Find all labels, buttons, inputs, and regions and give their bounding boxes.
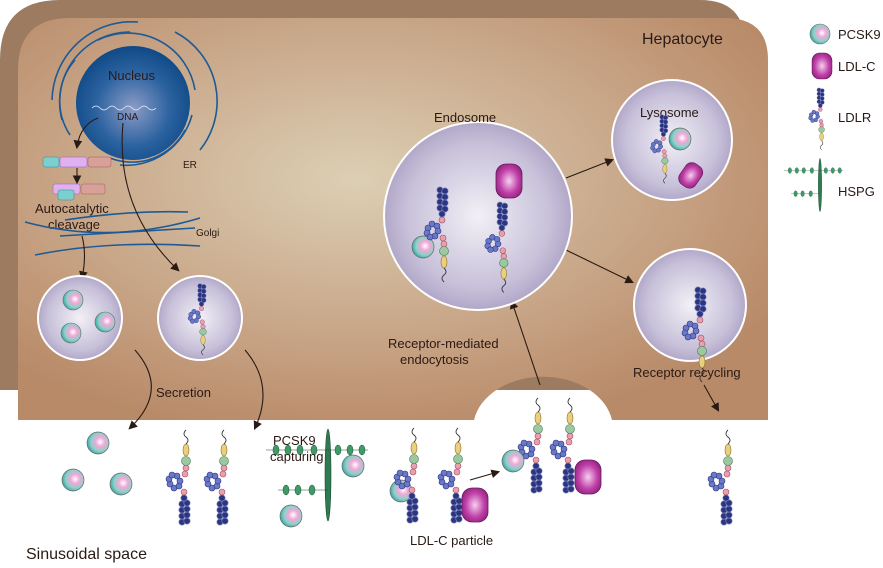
- secretion-label: Secretion: [156, 385, 211, 400]
- pcsk9-molecule: [279, 504, 303, 528]
- legend-label-hspg: HSPG: [838, 184, 875, 199]
- nucleus: [76, 46, 190, 160]
- pcsk9-molecule: [109, 472, 133, 496]
- endocytosis-label-2: endocytosis: [400, 352, 469, 367]
- ldlr-molecule: [517, 397, 543, 494]
- legend: PCSK9 LDL-C LDLR HSPG: [783, 23, 881, 212]
- pcsk9-molecule: [86, 431, 110, 455]
- pcsk9-molecule: [501, 449, 525, 473]
- recycling-vesicle: [633, 248, 747, 362]
- pcsk9-icon: [809, 23, 831, 45]
- legend-label-pcsk9: PCSK9: [838, 27, 881, 42]
- hepatocyte-label: Hepatocyte: [642, 31, 723, 48]
- ldlr-molecule: [165, 429, 191, 526]
- pcsk9-molecule: [60, 322, 82, 344]
- dna-strand: [91, 105, 157, 111]
- sinusoidal-space-label: Sinusoidal space: [26, 546, 147, 563]
- autocatalytic-label-2: cleavage: [48, 217, 100, 232]
- ldlr-molecule: [707, 429, 733, 526]
- ldlr-molecule: [549, 397, 575, 494]
- endosome-label: Endosome: [434, 110, 496, 125]
- ldlr-molecule: [203, 429, 229, 526]
- pcsk9-precursor: [42, 156, 112, 201]
- pcsk9-vesicle: [37, 275, 123, 361]
- ldlr-molecule: [393, 427, 419, 524]
- pcsk9-molecule: [61, 468, 85, 492]
- golgi-label: Golgi: [196, 228, 219, 239]
- dna-label: DNA: [117, 112, 138, 123]
- pcsk9-capturing-label-1: PCSK9: [273, 433, 316, 448]
- legend-label-ldl-c: LDL-C: [838, 59, 876, 74]
- nucleus-label: Nucleus: [108, 68, 155, 83]
- receptor-recycling-label: Receptor recycling: [633, 365, 741, 380]
- er-label: ER: [183, 160, 197, 171]
- pcsk9-molecule: [94, 311, 116, 333]
- hspg-icon: [783, 158, 844, 212]
- pcsk9-capturing-label-2: capturing: [270, 449, 323, 464]
- pcsk9-molecule: [62, 289, 84, 311]
- pathway-arrows: [72, 117, 720, 481]
- lysosome-label: Lysosome: [640, 105, 699, 120]
- ldl-c-particle: [495, 163, 523, 199]
- er-membranes: [51, 20, 218, 167]
- legend-label-ldlr: LDLR: [838, 110, 871, 125]
- ldl-c-particle-label: LDL-C particle: [410, 533, 493, 548]
- ldl-c-icon: [811, 52, 833, 80]
- pcsk9-molecule: [341, 454, 365, 478]
- ldl-c-particle: [461, 487, 489, 523]
- ldlr-molecule: [437, 427, 463, 524]
- endosome: [383, 121, 573, 311]
- endocytosis-label-1: Receptor-mediated: [388, 336, 499, 351]
- golgi-membranes: [24, 210, 201, 256]
- ldlr-icon: [808, 87, 825, 151]
- autocatalytic-label-1: Autocatalytic: [35, 201, 109, 216]
- pcsk9-molecule: [668, 127, 692, 151]
- ldl-c-particle: [574, 459, 602, 495]
